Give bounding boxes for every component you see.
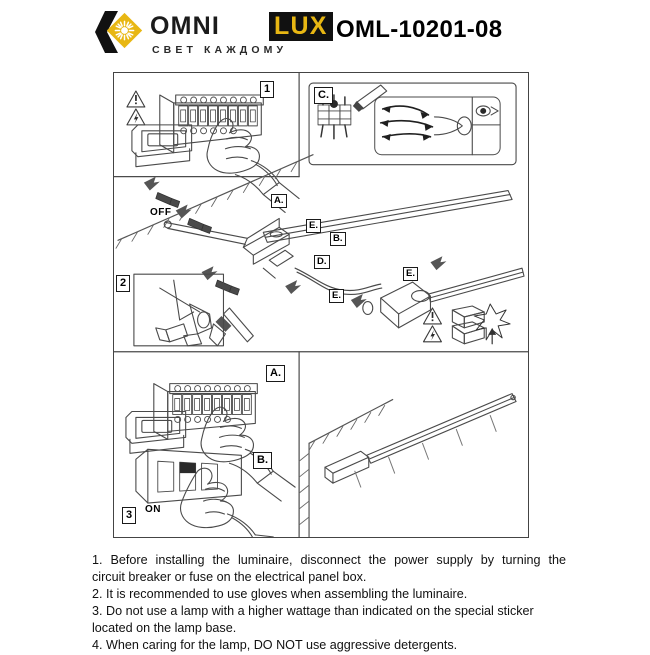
note-4: 4. When caring for the lamp, DO NOT use … [92,638,458,653]
brand-lux-box: LUX [269,12,333,41]
note-1-line-2: circuit breaker or fuse on the electrica… [92,570,367,585]
note-3-line-1: 3. Do not use a lamp with a higher watta… [92,604,534,619]
step-marker-b: B. [253,452,272,469]
part-label-d: D. [314,255,330,269]
part-label-e-bottom: E. [329,289,344,303]
omnilux-diamond-sunburst-logo [94,9,146,55]
header: OMNI LUX СВЕТ КАЖДОМУ OML-10201-08 [0,0,650,66]
brand-word-lux: LUX [274,12,328,40]
part-label-e-right: E. [403,267,418,281]
part-label-e-top: E. [306,219,321,233]
breaker-off-label: OFF [150,207,172,218]
step-marker-c: C. [314,87,333,104]
instruction-notes: 1. Before installing the luminaire, disc… [92,552,566,655]
step-marker-1: 1 [260,81,275,98]
note-1-line-1: 1. Before installing the luminaire, disc… [92,553,566,567]
brand-logo: OMNI LUX СВЕТ КАЖДОМУ [94,8,333,58]
diagram-artwork [114,73,528,537]
instruction-diagram-frame: 1 C. A. E. B. D. E. E. 2 A. B. 3 OFF ON [113,72,529,538]
note-3-line-2: located on the lamp base. [92,621,237,636]
part-label-b: B. [330,232,346,246]
step-marker-a: A. [266,365,285,382]
brand-tagline: СВЕТ КАЖДОМУ [152,44,288,56]
product-code: OML-10201-08 [336,16,503,43]
step-marker-3: 3 [122,507,137,524]
note-2: 2. It is recommended to use gloves when … [92,587,468,602]
brand-wordmark: OMNI LUX [150,12,333,42]
part-label-a: A. [271,194,287,208]
step-marker-2: 2 [116,275,131,292]
brand-word-omni: OMNI [150,12,221,40]
breaker-on-label: ON [145,504,161,515]
